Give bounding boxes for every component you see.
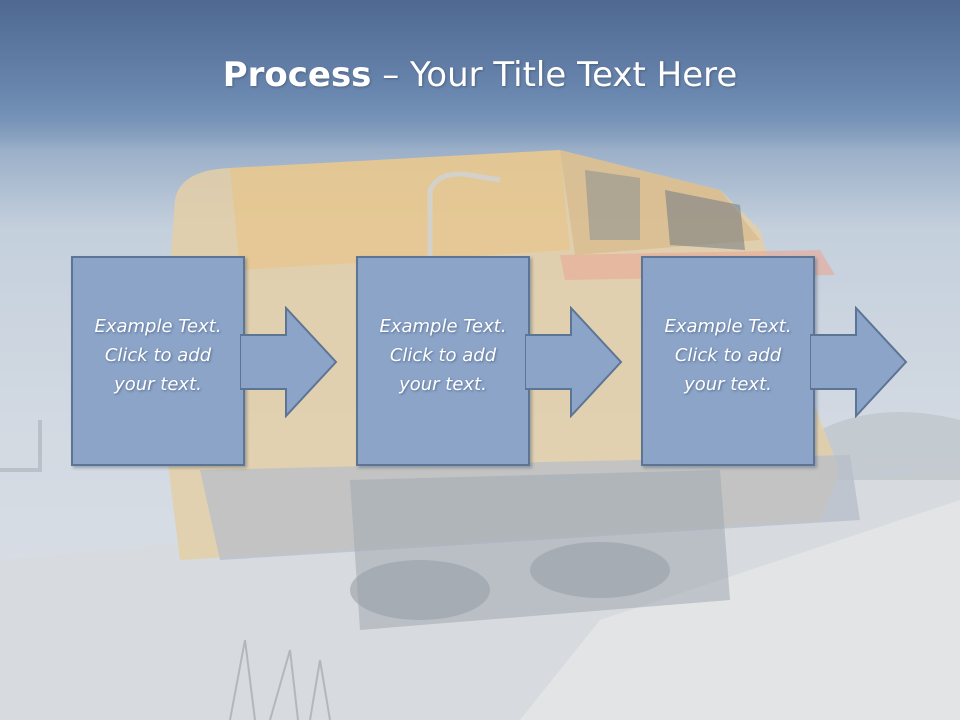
- step-3-line-3: your text.: [684, 374, 772, 395]
- process-step-3-text[interactable]: Example Text. Click to add your text.: [641, 312, 815, 399]
- step-2-line-2: Click to add: [389, 345, 497, 366]
- process-arrow-2-icon: [525, 306, 623, 418]
- process-step-2-text[interactable]: Example Text. Click to add your text.: [356, 312, 530, 399]
- step-1-line-3: your text.: [114, 374, 202, 395]
- process-step-1-text[interactable]: Example Text. Click to add your text.: [71, 312, 245, 399]
- process-arrow-3-icon: [810, 306, 908, 418]
- process-step-2-box[interactable]: [356, 256, 530, 466]
- step-3-line-1: Example Text.: [664, 316, 792, 337]
- title-bold-text: Process: [222, 55, 372, 95]
- step-2-line-1: Example Text.: [379, 316, 507, 337]
- title-rest-text: – Your Title Text Here: [371, 55, 738, 95]
- slide-title[interactable]: Process – Your Title Text Here: [0, 50, 960, 100]
- process-arrow-1-icon: [240, 306, 338, 418]
- process-step-3-box[interactable]: [641, 256, 815, 466]
- step-1-line-2: Click to add: [104, 345, 212, 366]
- step-3-line-2: Click to add: [674, 345, 782, 366]
- step-2-line-3: your text.: [399, 374, 487, 395]
- step-1-line-1: Example Text.: [94, 316, 222, 337]
- title-band: [0, 0, 960, 150]
